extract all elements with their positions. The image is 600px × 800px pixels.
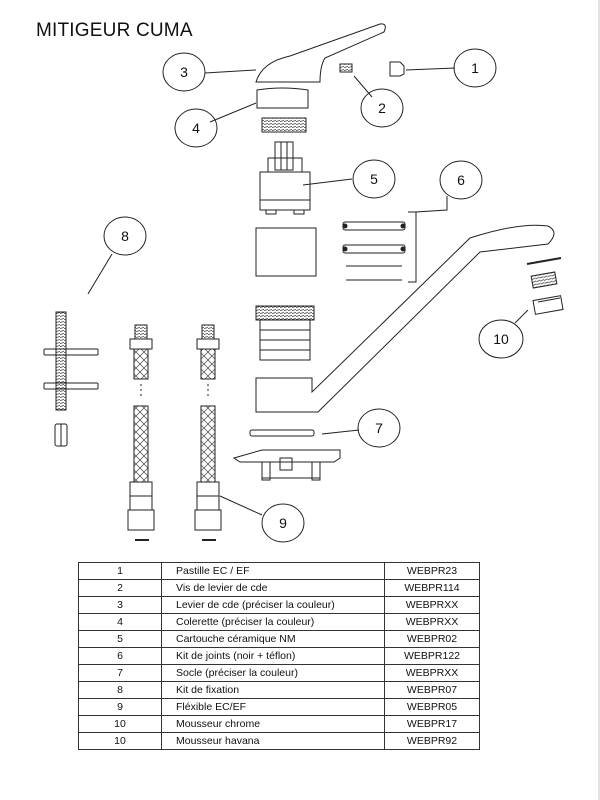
- base-part: [232, 429, 341, 481]
- screw-part: [339, 63, 353, 73]
- part-number-cell: 7: [78, 664, 162, 682]
- callout-circle-4: [174, 108, 218, 148]
- leader-10: [514, 309, 529, 324]
- joint-kit-part: [342, 221, 406, 281]
- collar-nut-part: [261, 117, 307, 133]
- part-reference-cell: WEBPR114: [384, 579, 480, 597]
- part-description-cell: Mousseur havana: [161, 732, 385, 750]
- threaded-body-part: [255, 305, 315, 361]
- pastille-part: [389, 61, 405, 77]
- part-description-cell: Mousseur chrome: [161, 715, 385, 733]
- callout-circle-3: [162, 52, 206, 92]
- exploded-diagram: 3 1 2 4 5 6 8 10 7 9: [43, 23, 564, 543]
- leader-2: [353, 75, 373, 98]
- part-description-cell: Cartouche céramique NM: [161, 630, 385, 648]
- leader-4: [209, 102, 257, 123]
- part-reference-cell: WEBPRXX: [384, 613, 480, 631]
- cartridge-body-part: [255, 227, 317, 277]
- part-number-cell: 10: [78, 715, 162, 733]
- callout-label-5: 5: [370, 171, 378, 187]
- callout-circle-1: [453, 48, 497, 88]
- part-reference-cell: WEBPR122: [384, 647, 480, 665]
- callout-label-4: 4: [192, 120, 200, 136]
- aerator-part: [526, 257, 564, 315]
- callout-circle-7: [357, 408, 401, 448]
- callout-label-8: 8: [121, 228, 129, 244]
- leader-1: [405, 67, 456, 71]
- leader-3: [204, 69, 257, 74]
- part-number-cell: 4: [78, 613, 162, 631]
- part-description-cell: Kit de fixation: [161, 681, 385, 699]
- callout-label-3: 3: [180, 64, 188, 80]
- part-description-cell: Pastille EC / EF: [161, 562, 385, 580]
- part-number-cell: 9: [78, 698, 162, 716]
- part-description-cell: Socle (préciser la couleur): [161, 664, 385, 682]
- part-number-cell: 6: [78, 647, 162, 665]
- page-title: MITIGEUR CUMA: [36, 20, 193, 41]
- fixation-kit-part: [43, 311, 99, 447]
- callout-label-6: 6: [457, 172, 465, 188]
- leader-9: [219, 495, 263, 516]
- collar-part: [256, 87, 309, 109]
- part-description-cell: Colerette (préciser la couleur): [161, 613, 385, 631]
- part-reference-cell: WEBPR02: [384, 630, 480, 648]
- callout-label-2: 2: [378, 100, 386, 116]
- leader-5: [302, 178, 353, 186]
- part-reference-cell: WEBPR05: [384, 698, 480, 716]
- callout-circle-5: [352, 159, 396, 199]
- part-number-cell: 5: [78, 630, 162, 648]
- part-reference-cell: WEBPR17: [384, 715, 480, 733]
- callout-circle-2: [360, 88, 404, 128]
- page-edge: [598, 0, 600, 800]
- lever-part: [255, 23, 386, 83]
- part-reference-cell: WEBPRXX: [384, 596, 480, 614]
- part-reference-cell: WEBPRXX: [384, 664, 480, 682]
- part-number-cell: 10: [78, 732, 162, 750]
- leader-7: [321, 429, 360, 435]
- part-reference-cell: WEBPR92: [384, 732, 480, 750]
- leader-6: [408, 196, 448, 283]
- part-number-cell: 2: [78, 579, 162, 597]
- callout-label-1: 1: [471, 60, 479, 76]
- part-number-cell: 3: [78, 596, 162, 614]
- part-reference-cell: WEBPR07: [384, 681, 480, 699]
- callout-label-10: 10: [493, 331, 509, 347]
- part-description-cell: Fléxible EC/EF: [161, 698, 385, 716]
- callout-label-7: 7: [375, 420, 383, 436]
- cartridge-part: [259, 141, 311, 215]
- callout-circle-10: [478, 319, 524, 359]
- part-description-cell: Levier de cde (préciser la couleur): [161, 596, 385, 614]
- callout-circle-9: [261, 503, 305, 543]
- callout-circle-8: [103, 216, 147, 256]
- spout-part: [255, 224, 555, 413]
- part-description-cell: Vis de levier de cde: [161, 579, 385, 597]
- part-reference-cell: WEBPR23: [384, 562, 480, 580]
- part-description-cell: Kit de joints (noir + téflon): [161, 647, 385, 665]
- part-number-cell: 8: [78, 681, 162, 699]
- callout-circle-6: [439, 160, 483, 200]
- leader-8: [87, 253, 113, 295]
- callout-label-9: 9: [279, 515, 287, 531]
- flexible-hose-part: [127, 324, 222, 541]
- part-number-cell: 1: [78, 562, 162, 580]
